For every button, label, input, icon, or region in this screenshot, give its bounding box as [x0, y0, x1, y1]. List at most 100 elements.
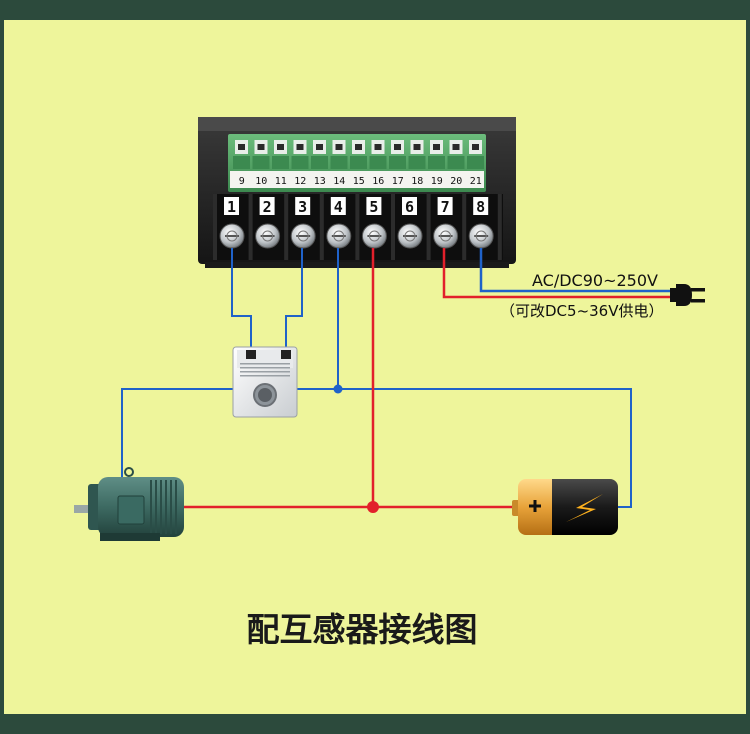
green-terminal-number: 15 [353, 176, 365, 187]
screw-ring [297, 230, 309, 242]
green-terminal-tooth [467, 156, 484, 169]
motor-feet [100, 533, 160, 541]
green-terminal-number: 9 [239, 176, 245, 187]
green-terminal-tooth [291, 156, 309, 169]
ct-terminal-s1 [246, 350, 256, 359]
green-terminal-tooth [311, 156, 328, 169]
screw-terminal-divider [355, 194, 360, 260]
screw-terminal-number-plate [224, 197, 239, 215]
screw-ring [475, 230, 487, 242]
power-label-main: AC/DC90~250V [532, 271, 658, 290]
device-top-edge [198, 117, 516, 131]
green-terminal-hole [394, 144, 401, 150]
battery-seam [552, 479, 560, 535]
screw-terminal-number-plate [402, 197, 417, 215]
plug-body [676, 284, 692, 306]
green-terminal-tooth [408, 156, 426, 169]
green-terminal-number: 19 [431, 176, 443, 187]
screw-ring [262, 230, 274, 242]
battery-plus-icon [529, 500, 541, 512]
motor-fin [150, 480, 152, 534]
green-terminal-number: 21 [470, 176, 482, 187]
green-terminal-number: 16 [372, 176, 384, 187]
green-terminal-tooth [233, 156, 250, 169]
motor-fin [175, 480, 177, 534]
motor-terminal-box [117, 495, 145, 525]
green-terminal-hole [277, 144, 284, 150]
screw-terminal-number: 8 [476, 198, 485, 216]
screw-terminal-divider [462, 194, 467, 260]
screw-terminal-divider [248, 194, 253, 260]
screw-terminal-divider [213, 194, 217, 260]
wire-power-red [442, 248, 672, 299]
screw-terminal-number: 1 [227, 198, 236, 216]
junction-red [367, 501, 379, 513]
green-terminal-tooth [350, 156, 367, 169]
plug-prong-top [691, 288, 705, 292]
screw-terminal-number: 5 [369, 198, 378, 216]
screw-terminal-divider [497, 194, 502, 260]
green-terminal-number: 12 [294, 176, 306, 187]
green-terminal-hole [433, 144, 440, 150]
motor-fin [170, 480, 172, 534]
battery-icon [512, 479, 618, 535]
green-terminal-number: 20 [450, 176, 462, 187]
green-terminal-tooth [272, 156, 289, 169]
screw-terminal-number: 3 [298, 198, 307, 216]
green-terminal-number: 11 [275, 176, 287, 187]
wire-ct-s1 [231, 248, 252, 352]
wire-ct-s2 [285, 248, 303, 352]
green-terminal-number: 18 [411, 176, 423, 187]
screw-terminal-divider [319, 194, 324, 260]
green-terminal-hole [374, 144, 382, 150]
green-terminal-hole [452, 144, 460, 150]
green-terminal-tooth [447, 156, 465, 169]
green-terminal-hole [238, 144, 245, 150]
screw-terminal-number: 7 [441, 198, 450, 216]
ct-label-line [240, 375, 290, 377]
junction-blue [333, 384, 343, 394]
green-terminal-number: 14 [333, 176, 345, 187]
plug-prong-bottom [691, 299, 705, 303]
motor-fin [160, 480, 162, 534]
motor-lifting-eye [124, 467, 134, 477]
green-terminal-label-strip [230, 171, 484, 188]
current-transformer [232, 346, 298, 418]
motor-fin [165, 480, 167, 534]
green-terminal-number: 10 [255, 176, 267, 187]
screw-terminal-divider [426, 194, 431, 260]
wire-power-blue [479, 248, 672, 293]
motor-shaft [74, 505, 94, 513]
motor-icon [74, 467, 184, 541]
green-terminal-hole [335, 144, 343, 150]
green-terminal-tooth [428, 156, 445, 169]
screw-terminal-number-plate [295, 197, 311, 215]
screw-terminal-number-plate [366, 197, 382, 215]
green-terminal-tooth [252, 156, 270, 169]
green-terminal-tooth [389, 156, 406, 169]
green-terminal-number: 13 [314, 176, 326, 187]
green-terminal-tooth [369, 156, 387, 169]
device-bottom-shadow [205, 262, 509, 268]
lightning-icon [566, 494, 603, 522]
screw-ring [368, 230, 380, 242]
green-terminal-hole [257, 144, 265, 150]
screw-terminal-number-plate [473, 197, 489, 215]
screw-ring [333, 230, 345, 242]
ct-label-line [240, 371, 290, 373]
screw-ring [226, 230, 238, 242]
screw-terminal-number-plate [330, 197, 346, 215]
green-terminal-number: 17 [392, 176, 404, 187]
green-terminal-hole [413, 144, 421, 150]
screw-terminal-divider [391, 194, 395, 260]
plug-cord-end [670, 288, 676, 302]
screw-ring [440, 230, 452, 242]
battery-black-section [552, 479, 618, 535]
green-terminal-hole [316, 144, 323, 150]
power-label-alt: （可改DC5~36V供电） [500, 302, 664, 320]
diagram-title: 配互感器接线图 [247, 610, 478, 649]
ct-label-line [240, 367, 290, 369]
screw-terminal-number: 2 [263, 198, 272, 216]
screw-terminal-number-plate [437, 197, 453, 215]
